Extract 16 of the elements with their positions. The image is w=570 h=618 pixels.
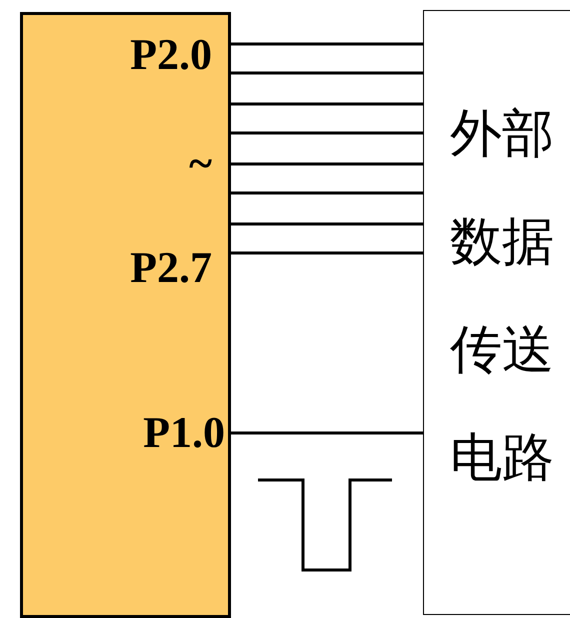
signal-line [231,132,423,134]
pin-label: P2.0 [130,31,212,79]
signal-line [231,162,423,166]
signal-line [231,192,423,194]
signal-line [231,72,423,74]
signal-line [231,252,423,254]
block-label: 外部数据传送电路 [450,105,555,489]
pin-label: P1.0 [143,409,225,457]
pin-label: ~ [189,140,212,188]
signal-line [231,222,423,226]
signal-line [231,432,423,434]
pin-label: P2.7 [130,244,212,292]
port-block [20,12,231,618]
circuit-block [423,10,570,615]
signal-line [231,102,423,106]
signal-line [231,42,423,46]
